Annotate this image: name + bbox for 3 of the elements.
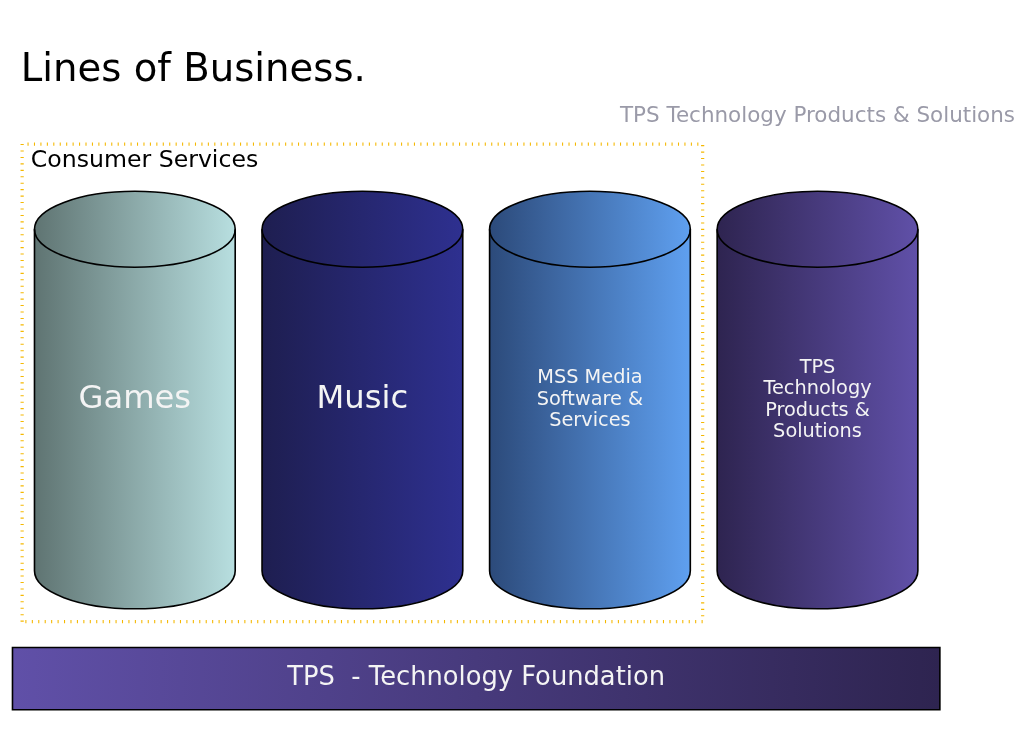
diagram-title: Lines of Business. xyxy=(20,44,366,89)
label: TPS Technology Products & Solutions xyxy=(619,101,1016,126)
node-box: TPS - Technology Foundation xyxy=(11,646,941,710)
